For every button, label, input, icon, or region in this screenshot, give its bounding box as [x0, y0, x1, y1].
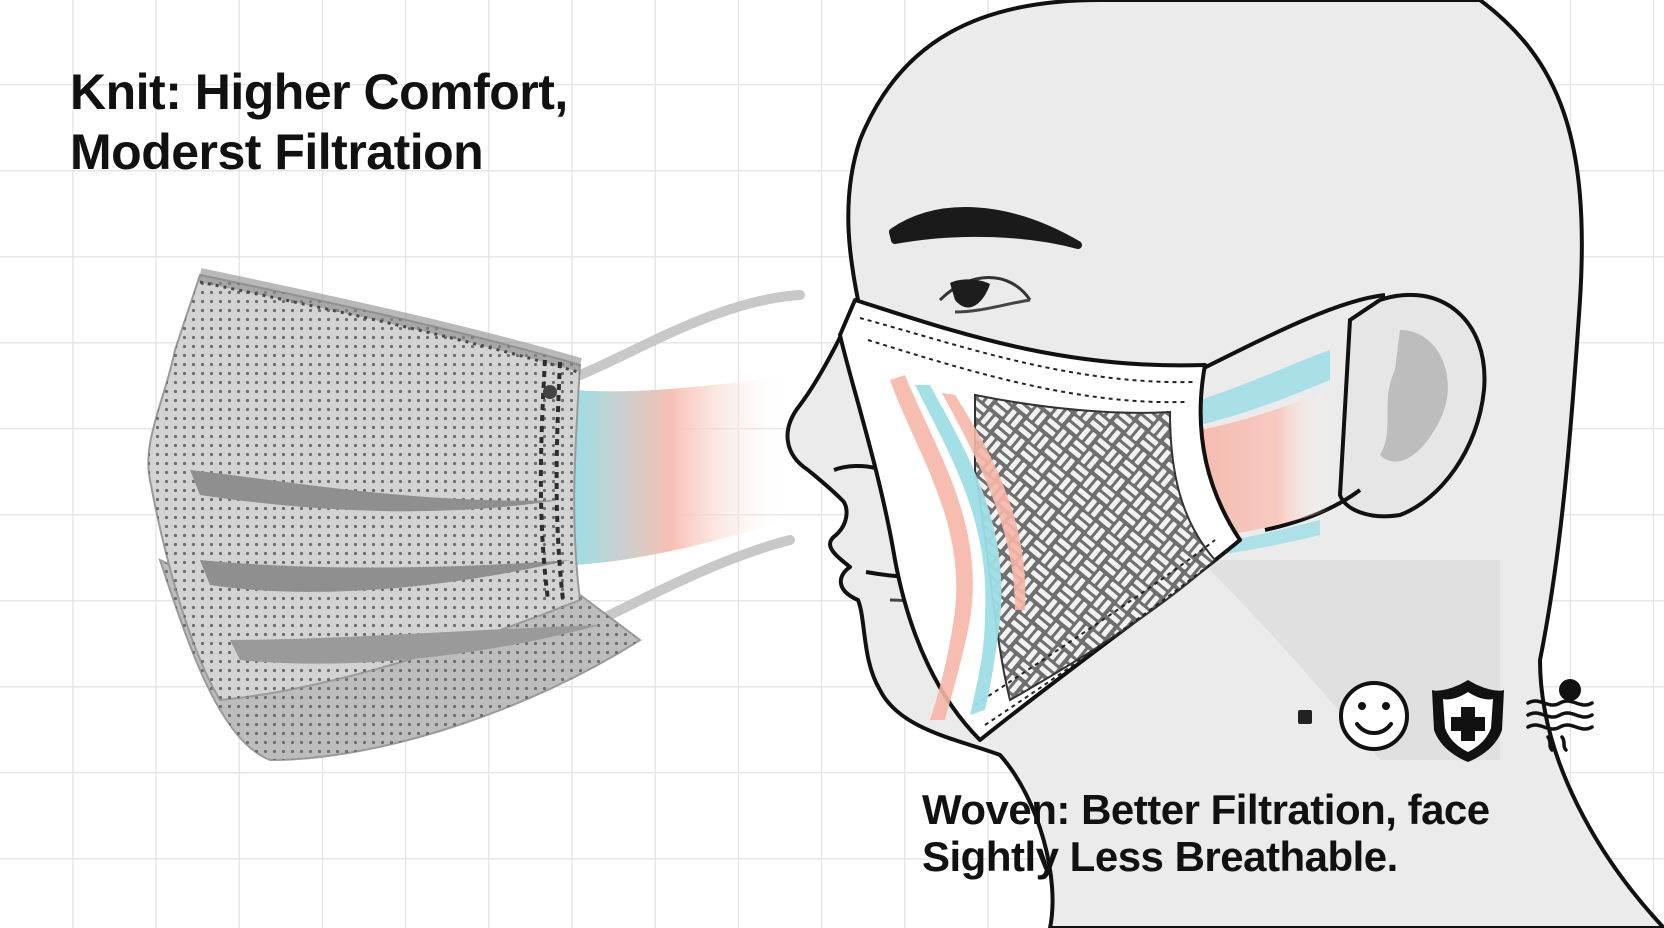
knit-caption-line-2: Moderst Filtration [70, 124, 484, 180]
smiley-face-icon [1339, 681, 1409, 751]
woven-caption-line-1: Woven: Better Filtration, face [922, 786, 1490, 833]
knit-mask [147, 268, 805, 762]
woven-caption: Woven: Better Filtration, face Sightly L… [922, 786, 1490, 880]
small-square-icon [1298, 710, 1312, 724]
benefit-icons [1298, 679, 1594, 762]
woven-caption-line-2: Sightly Less Breathable. [922, 833, 1398, 880]
airflow-waves-icon [1526, 679, 1594, 752]
knit-caption-line-1: Knit: Higher Comfort, [70, 64, 568, 120]
shield-plus-icon [1432, 680, 1504, 762]
eyebrow [889, 207, 1082, 249]
knit-caption: Knit: Higher Comfort, Moderst Filtration [70, 62, 568, 182]
woven-mask [838, 298, 1242, 742]
ear [1337, 292, 1487, 519]
eye [938, 276, 1032, 314]
